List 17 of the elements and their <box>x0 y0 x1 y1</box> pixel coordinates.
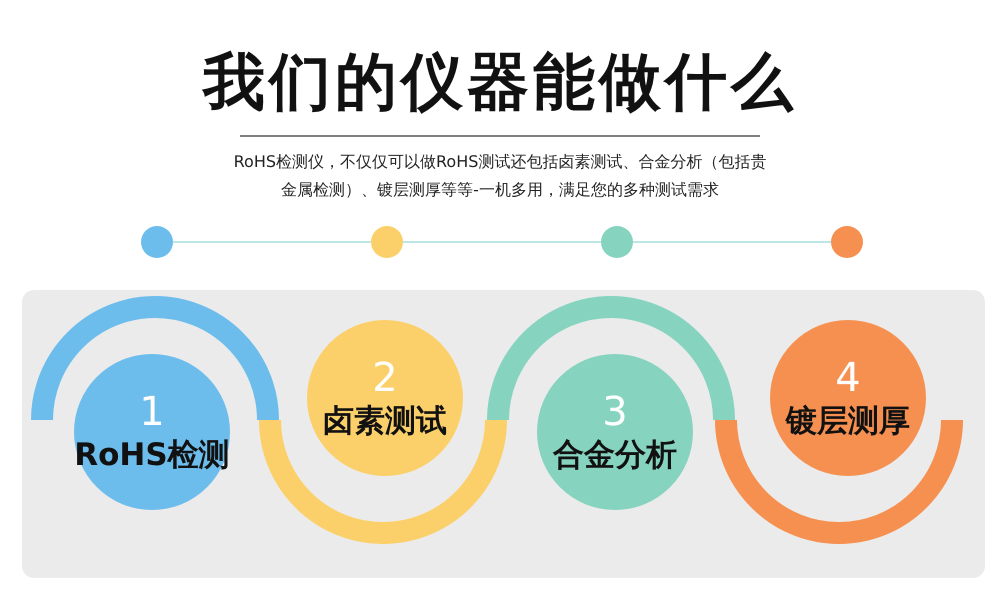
connector-line <box>173 241 371 243</box>
timeline-dot <box>831 226 863 258</box>
step-number: 3 <box>602 389 628 435</box>
timeline-dot <box>141 226 173 258</box>
step-number: 1 <box>139 389 165 435</box>
step-label: 合金分析 <box>553 436 677 475</box>
timeline-dot <box>371 226 403 258</box>
title: 我们的仪器能做什么 <box>200 44 798 120</box>
timeline-dot <box>601 226 633 258</box>
step-label: 镀层测厚 <box>786 402 910 441</box>
connector-line <box>403 241 601 243</box>
subtitle-text: RoHS检测仪，不仅仅可以做RoHS测试还包括卤素测试、合金分析（包括贵金属检测）、镀层测厚等等-一机多用，满足您的多种测试需求 <box>232 151 768 201</box>
step-number: 4 <box>835 355 861 401</box>
step-label: 卤素测试 <box>323 402 447 441</box>
step-label: RoHS检测 <box>74 436 230 475</box>
connector-line <box>633 241 831 243</box>
step-number: 2 <box>372 355 398 401</box>
